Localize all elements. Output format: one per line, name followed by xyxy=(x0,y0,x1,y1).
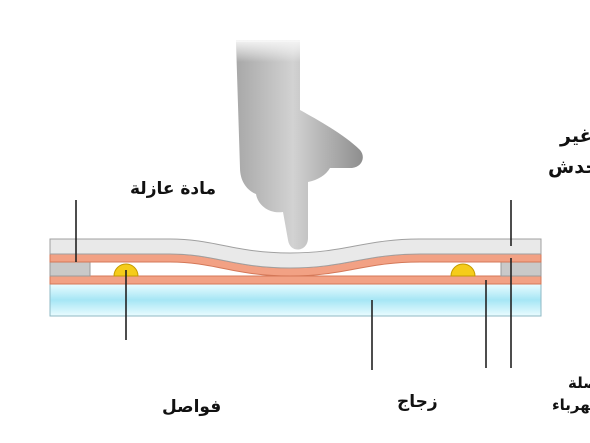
label-conductive-line1: مواد موصلة xyxy=(568,374,590,392)
label-conductive-line2: للكهرباء xyxy=(552,396,590,414)
spacer-dot-right xyxy=(450,263,476,277)
scratch-resistant-film xyxy=(49,238,542,269)
insulator-block-left xyxy=(49,261,91,277)
leader-lines xyxy=(75,200,512,370)
insulator-block-right xyxy=(500,261,542,277)
glass-layer xyxy=(49,283,542,317)
label-glass: زجاج xyxy=(397,392,438,412)
label-insulating-material: مادة عازلة xyxy=(130,179,216,199)
label-scratch-resistant-line1: مادة غير xyxy=(559,125,590,147)
label-spacers: فواصل xyxy=(162,397,221,417)
pointing-hand-icon xyxy=(236,40,363,250)
label-scratch-resistant-line2: قابلة للخدش xyxy=(548,156,590,178)
bottom-conductive-layer xyxy=(49,275,542,285)
